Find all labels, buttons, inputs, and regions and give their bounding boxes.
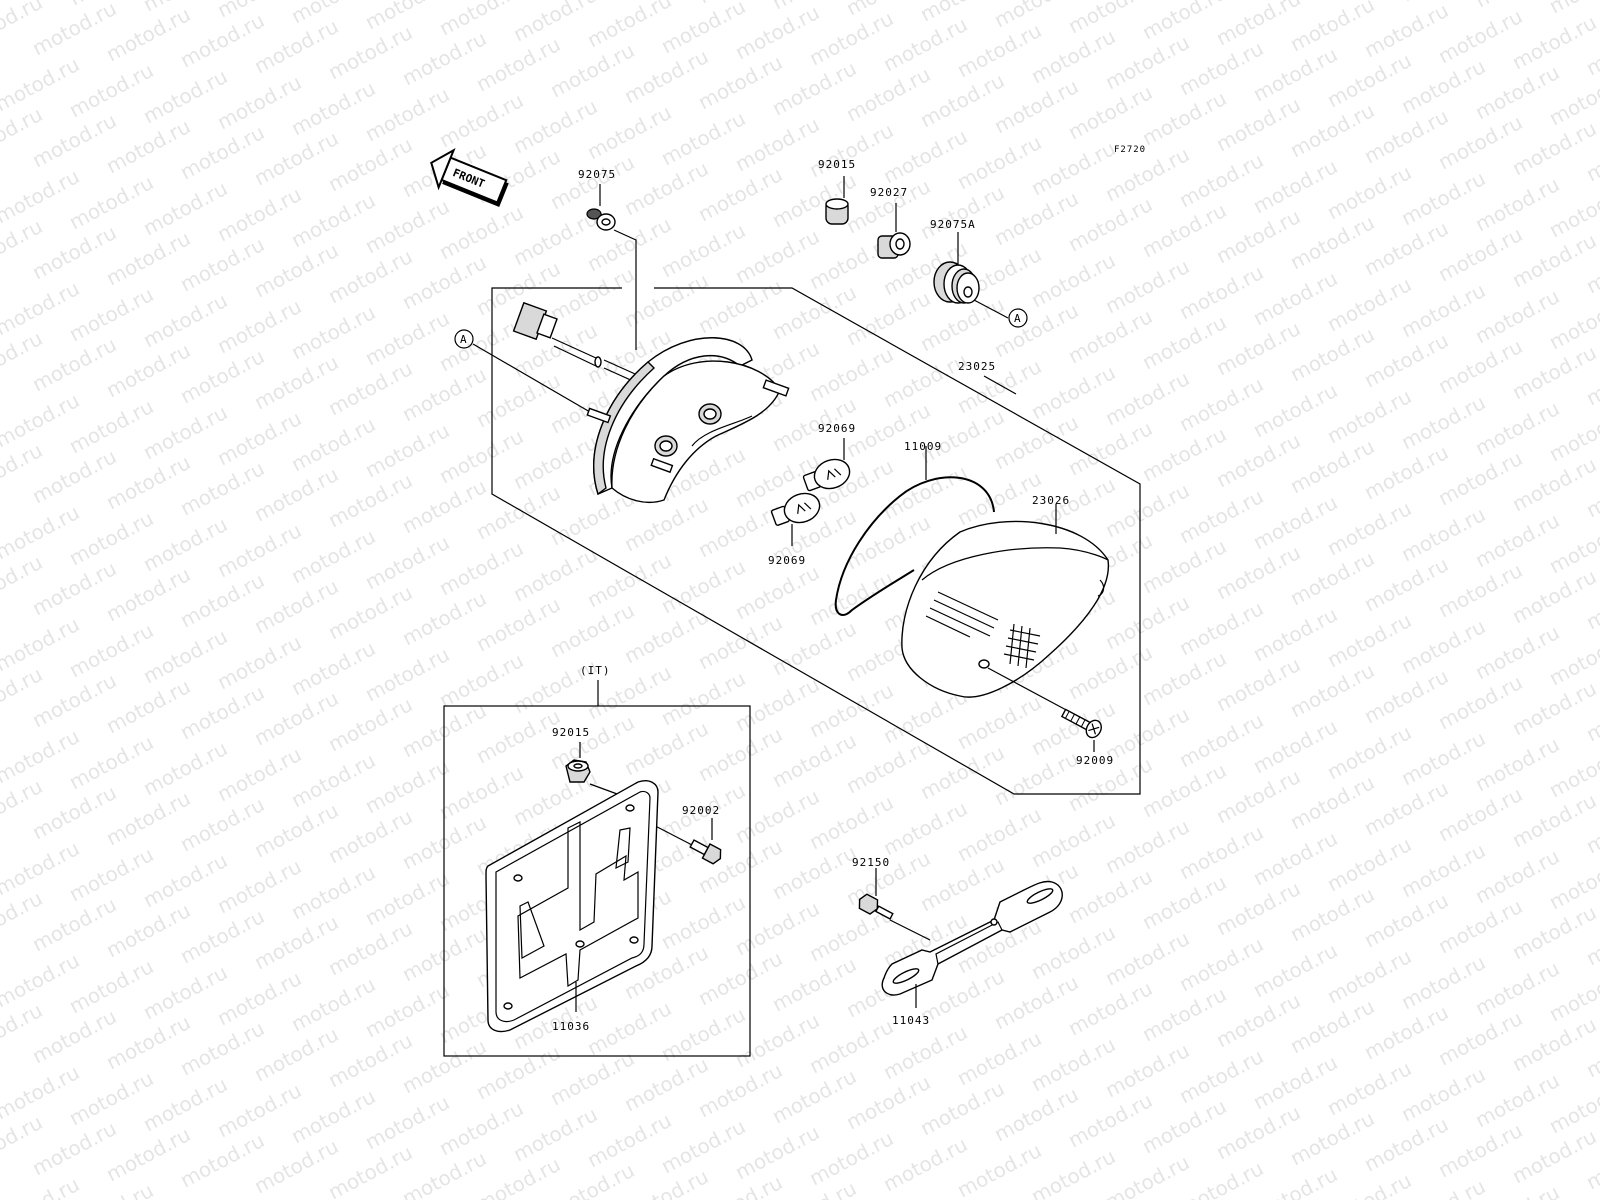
part-label-11043: 11043 — [892, 1014, 930, 1027]
part-92015-it-nut — [565, 759, 591, 783]
part-92075A-grommet — [933, 261, 980, 304]
ref-marker-a-right — [1008, 308, 1028, 328]
part-label-92002: 92002 — [682, 804, 720, 817]
front-arrow-icon: FRONT — [430, 147, 509, 207]
license-plate-bracket-11036 — [485, 780, 659, 1033]
bolt-92002 — [689, 839, 722, 865]
assembly-23025-outline — [491, 287, 1141, 795]
bulb-92069-upper — [802, 458, 851, 492]
part-label-92069-lower: 92069 — [768, 554, 806, 567]
bulb-92069-lower — [770, 492, 821, 526]
bracket-11043 — [881, 880, 1063, 996]
part-92015-nut — [825, 198, 849, 225]
part-label-23026: 23026 — [1032, 494, 1070, 507]
part-92075-grommet — [586, 208, 616, 231]
screw-92009 — [1060, 708, 1102, 739]
part-label-92075: 92075 — [578, 168, 616, 181]
part-label-92015-top: 92015 — [818, 158, 856, 171]
part-label-92027: 92027 — [870, 186, 908, 199]
ref-marker-a-left-label: A — [460, 333, 467, 346]
part-label-11036: 11036 — [552, 1020, 590, 1033]
part-label-23025: 23025 — [958, 360, 996, 373]
italy-spec-label: (IT) — [580, 664, 611, 677]
bolt-92150 — [858, 893, 894, 920]
part-label-92069-upper: 92069 — [818, 422, 856, 435]
tail-light-housing — [512, 301, 790, 504]
ref-marker-a-right-label: A — [1014, 312, 1021, 325]
watermark-text: motod.ru — [1175, 1156, 1267, 1200]
ref-marker-a-left — [454, 329, 474, 349]
part-92027-collar — [877, 232, 911, 259]
figure-code: F2720 — [1114, 145, 1146, 155]
part-label-92075A: 92075A — [930, 218, 976, 231]
part-label-92150: 92150 — [852, 856, 890, 869]
lens-23026 — [901, 520, 1110, 698]
part-label-11009: 11009 — [904, 440, 942, 453]
italy-spec-box — [443, 705, 751, 1057]
gasket-11009 — [834, 476, 995, 616]
part-label-92015-it: 92015 — [552, 726, 590, 739]
part-label-92009: 92009 — [1076, 754, 1114, 767]
